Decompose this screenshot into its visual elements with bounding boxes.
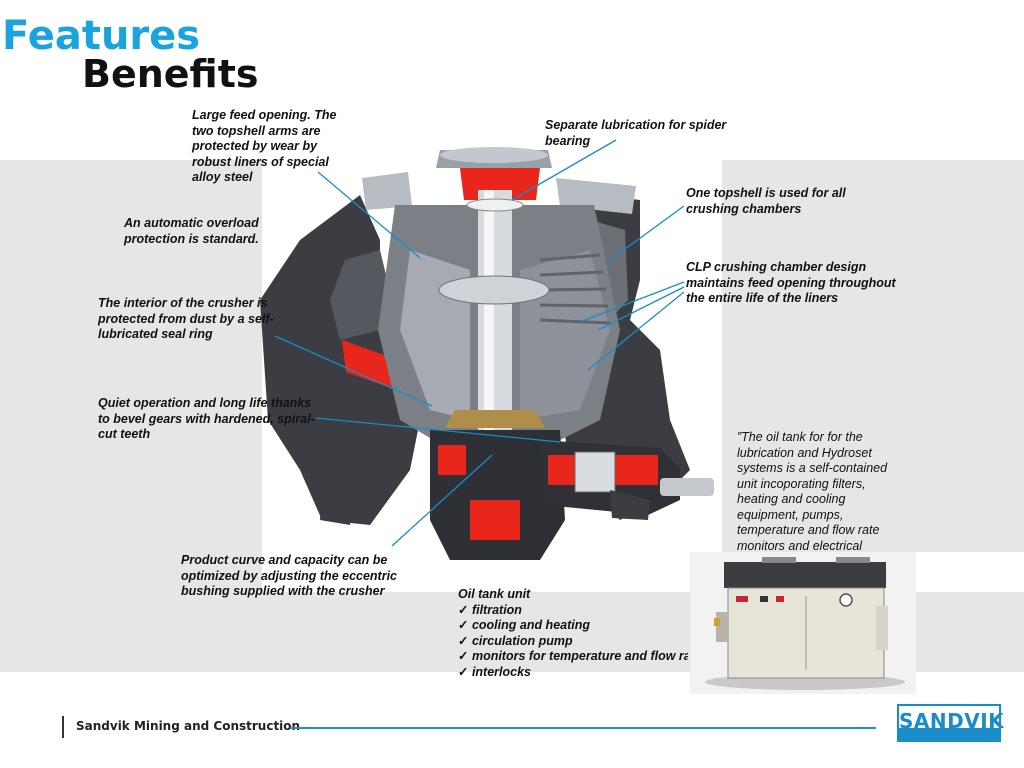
callout-dust-seal-ring: The interior of the crusher is protected… (98, 296, 274, 341)
footer-company-name: Sandvik Mining and Construction (76, 719, 301, 733)
oil-tank-item: monitors for temperature and flow rate (458, 649, 688, 665)
callout-spider-lubrication: Separate lubrication for spider bearing (545, 118, 727, 148)
oil-tank-heading: Oil tank unit (458, 587, 531, 601)
callout-one-topshell: One topshell is used for all crushing ch… (686, 186, 846, 216)
oil-tank-item: interlocks (458, 665, 688, 681)
oil-tank-item: circulation pump (458, 634, 688, 650)
oil-tank-unit-list: Oil tank unit filtration cooling and hea… (458, 587, 688, 680)
background-band-right (722, 160, 1024, 552)
title-benefits: Benefits (82, 52, 259, 96)
sandvik-logo: SANDVIK (897, 704, 1004, 742)
background-band-left (0, 160, 262, 672)
title-features: Features (2, 13, 201, 59)
oil-tank-item: cooling and heating (458, 618, 688, 634)
callout-large-feed-opening: Large feed opening. The two topshell arm… (192, 108, 337, 184)
oil-tank-description: ”The oil tank for for the lubrication an… (737, 430, 888, 552)
sandvik-logo-bar (899, 728, 999, 740)
callout-bevel-gears: Quiet operation and long life thanks to … (98, 396, 315, 441)
footer-rule (290, 727, 876, 729)
callout-product-curve: Product curve and capacity can be optimi… (181, 553, 398, 598)
callout-overload-protection: An automatic overload protection is stan… (124, 216, 259, 246)
footer-divider (62, 716, 64, 738)
callout-clp-chamber: CLP crushing chamber design maintains fe… (686, 260, 896, 305)
oil-tank-item: filtration (458, 603, 688, 619)
